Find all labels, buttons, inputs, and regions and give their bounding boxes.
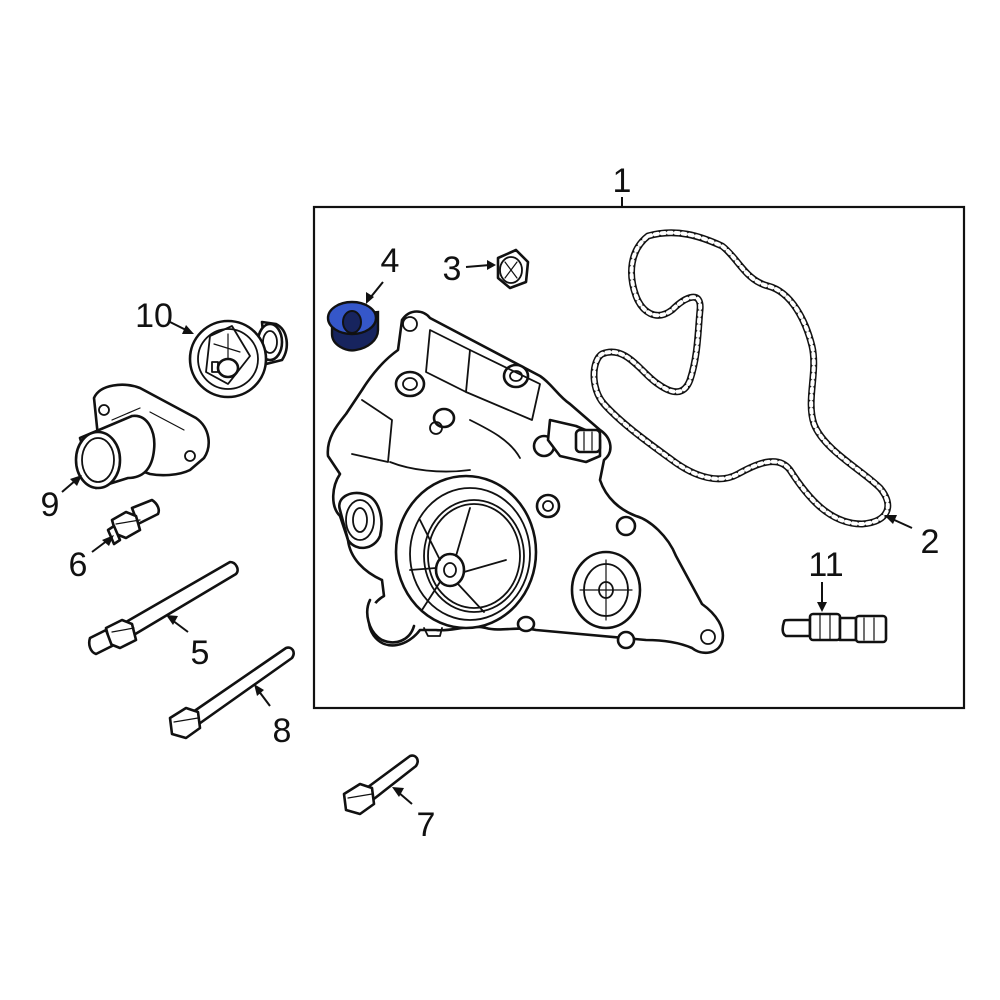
thermostat-housing-part-9[interactable] xyxy=(74,383,210,490)
callout-10[interactable]: 10 xyxy=(135,297,173,335)
leader-8 xyxy=(254,684,271,707)
callout-6[interactable]: 6 xyxy=(69,546,88,584)
water-pump-housing[interactable] xyxy=(326,310,725,655)
callout-9[interactable]: 9 xyxy=(41,486,60,524)
bolt-part-8[interactable] xyxy=(168,646,295,740)
seal-part-4[interactable] xyxy=(326,300,380,352)
leader-5 xyxy=(166,615,189,633)
callout-7[interactable]: 7 xyxy=(417,806,436,844)
bolt-part-7[interactable] xyxy=(342,754,419,816)
gasket-part-2[interactable] xyxy=(590,229,892,528)
callout-8[interactable]: 8 xyxy=(273,712,292,750)
assembly-frame xyxy=(312,205,966,710)
leader-10 xyxy=(169,321,194,334)
sensor-part-11[interactable] xyxy=(781,612,888,644)
leader-7 xyxy=(392,787,413,805)
callout-5[interactable]: 5 xyxy=(191,634,210,672)
callout-11[interactable]: 11 xyxy=(808,546,843,584)
thermostat-part-10[interactable] xyxy=(188,319,289,399)
leader-4 xyxy=(366,281,384,304)
leader-11 xyxy=(817,582,827,612)
stud-bolt-part-5[interactable] xyxy=(87,560,239,656)
plug-part-3[interactable] xyxy=(496,248,530,290)
stud-part-6[interactable] xyxy=(106,498,161,546)
leader-6 xyxy=(91,535,114,553)
leader-3 xyxy=(465,260,496,270)
leader-9 xyxy=(61,475,82,493)
callout-2[interactable]: 2 xyxy=(921,523,940,561)
leader-2 xyxy=(884,515,913,529)
callout-4[interactable]: 4 xyxy=(381,242,400,280)
callout-1[interactable]: 1 xyxy=(613,162,632,200)
callout-3[interactable]: 3 xyxy=(443,250,462,288)
